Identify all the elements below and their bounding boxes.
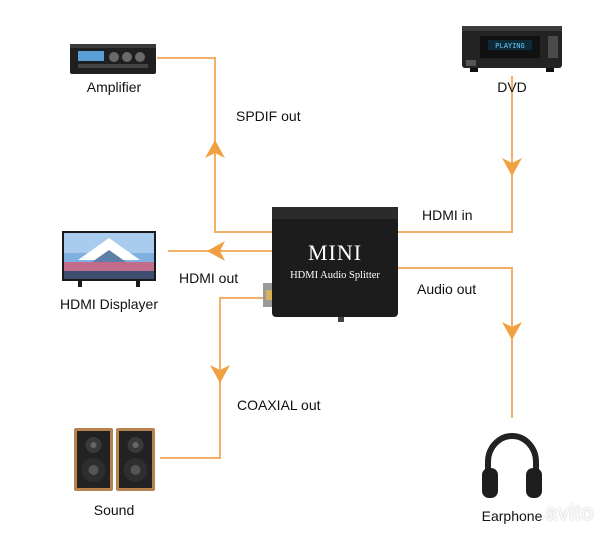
speakers-icon xyxy=(74,428,155,491)
hdmi-out-arrow-left-icon xyxy=(207,241,225,261)
hdmi-in-label: HDMI in xyxy=(422,207,473,223)
earphone-caption: Earphone xyxy=(481,508,543,524)
splitter-body xyxy=(272,207,398,317)
spdif-out-label: SPDIF out xyxy=(236,108,301,124)
dvd-display-text: PLAYING xyxy=(495,43,524,51)
audio-out-arrow-down-icon xyxy=(502,322,522,340)
audio-out-line xyxy=(397,267,513,418)
coaxial-out-label: COAXIAL out xyxy=(237,397,321,413)
hdmi-out-label: HDMI out xyxy=(179,270,239,286)
watermark-logo: avito xyxy=(545,500,594,525)
arrows xyxy=(205,140,522,383)
splitter-title: MINI xyxy=(307,240,363,265)
coaxial-line xyxy=(160,297,268,459)
amplifier-caption: Amplifier xyxy=(86,79,142,95)
audio-out-label: Audio out xyxy=(417,281,477,297)
splitter-device xyxy=(263,207,398,322)
headphones-icon xyxy=(482,433,542,498)
hdmi-displayer-caption: HDMI Displayer xyxy=(59,296,158,312)
coaxial-arrow-down-icon xyxy=(210,365,230,383)
hdmi-in-line xyxy=(397,76,513,233)
tv-icon xyxy=(62,231,156,287)
dvd-caption: DVD xyxy=(497,79,527,95)
hdmi-in-arrow-down-icon xyxy=(502,158,522,176)
spdif-arrow-up-icon xyxy=(205,140,225,158)
splitter-subtitle: HDMI Audio Splitter xyxy=(290,270,380,281)
sound-caption: Sound xyxy=(93,502,135,518)
amplifier-icon xyxy=(70,44,156,74)
dvd-icon xyxy=(462,26,562,72)
